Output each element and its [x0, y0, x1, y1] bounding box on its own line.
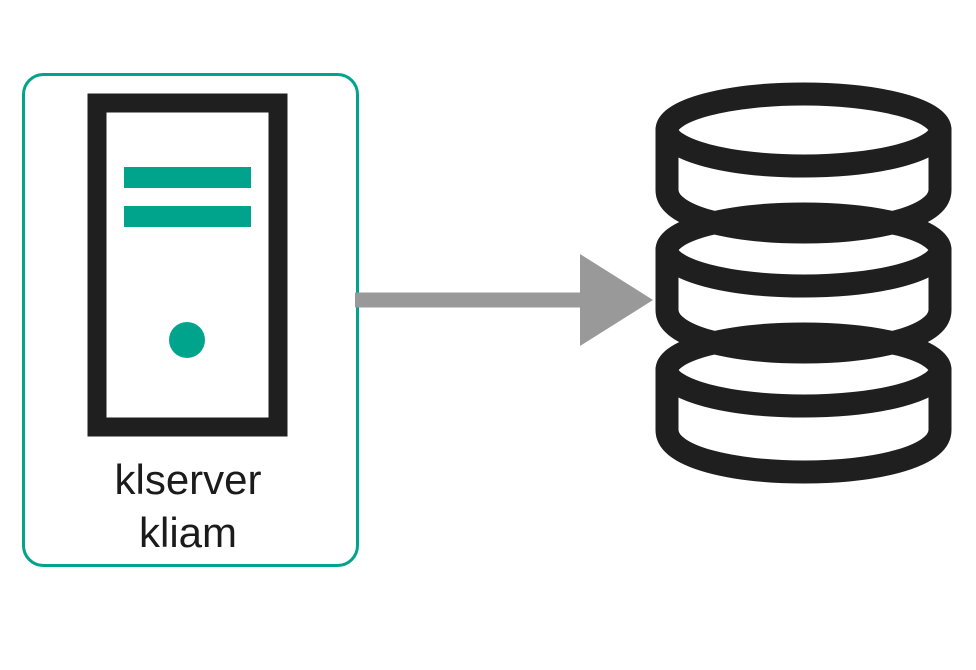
server-node-label-line-1: klserver: [114, 456, 261, 503]
server-to-database-arrow[interactable]: [355, 254, 653, 346]
arrow-shape[interactable]: [355, 254, 653, 346]
database-disc-top-top-ellipse: [655, 82, 952, 178]
server-power-indicator-icon: [169, 322, 205, 358]
server-chassis-outline: [87, 93, 288, 437]
server-node-label-line-2: kliam: [139, 509, 237, 556]
server-node[interactable]: klserver kliam: [22, 73, 359, 567]
database-icon: [655, 82, 952, 484]
database-disc-bottom-body: [655, 358, 952, 484]
database-disc-bottom-top-ellipse: [655, 322, 952, 418]
database-node[interactable]: [655, 82, 952, 484]
server-tower-icon: [87, 93, 288, 437]
database-disc-middle-body: [655, 238, 952, 364]
database-disc-middle-top-ellipse: [655, 202, 952, 298]
server-vent-bar-2: [124, 206, 251, 227]
database-disc-top-body: [655, 118, 952, 244]
server-vent-bar-1: [124, 167, 251, 188]
